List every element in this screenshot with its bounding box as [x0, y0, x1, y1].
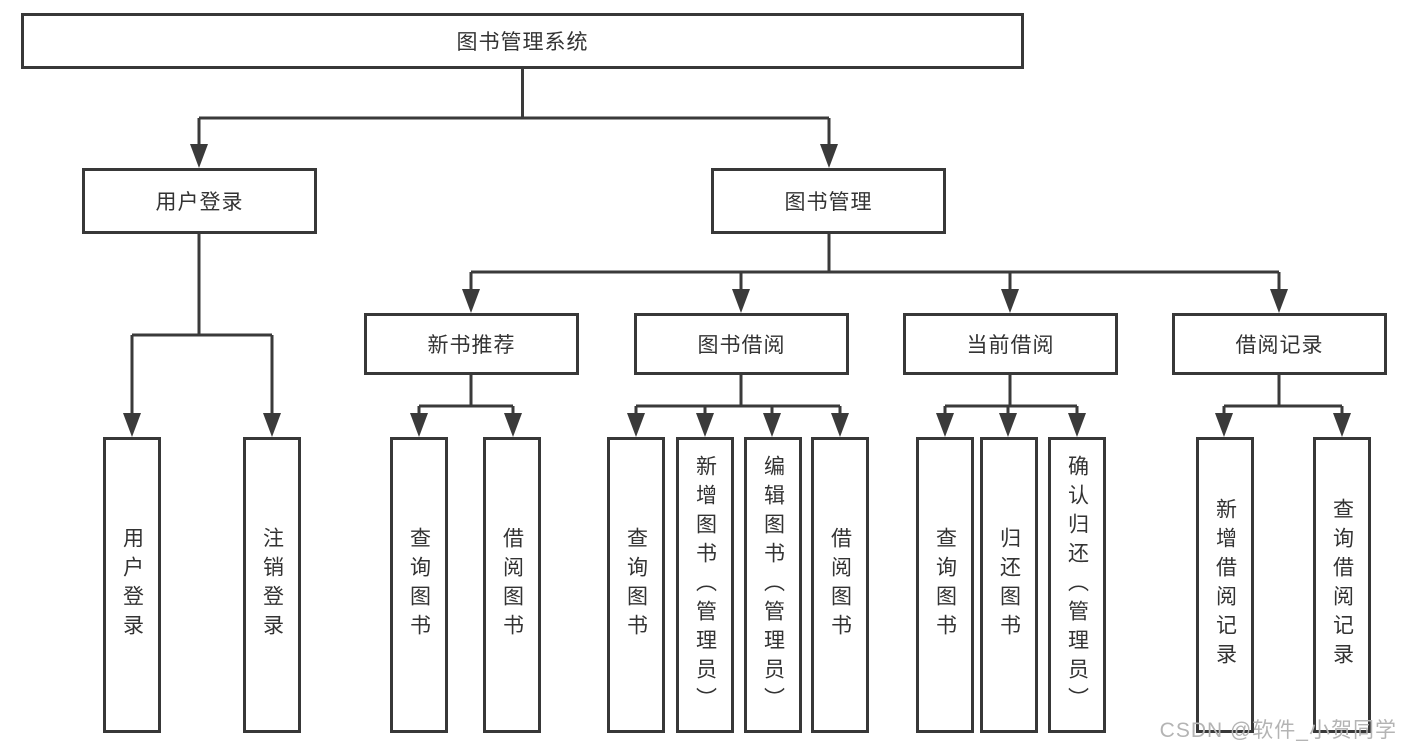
leaf-borrow-books-1: 借阅图书 [483, 437, 541, 733]
node-new-books-label: 新书推荐 [427, 334, 516, 357]
node-user-login-label: 用户登录 [155, 191, 244, 214]
node-borrowing-records-label: 借阅记录 [1235, 334, 1324, 357]
leaf-query-books-3: 查询图书 [916, 437, 974, 733]
node-book-management: 图书管理 [711, 168, 946, 234]
leaf-query-books-3-label: 查询图书 [933, 527, 957, 643]
leaf-query-borrow-record-label: 查询借阅记录 [1330, 498, 1354, 672]
node-new-books: 新书推荐 [364, 313, 579, 375]
leaf-add-borrow-record-label: 新增借阅记录 [1213, 498, 1237, 672]
leaf-confirm-return-admin: 确认归还（管理员） [1048, 437, 1106, 733]
leaf-query-books-1: 查询图书 [390, 437, 448, 733]
node-book-management-label: 图书管理 [784, 191, 873, 214]
leaf-add-books-admin-label: 新增图书（管理员） [693, 454, 717, 716]
node-root: 图书管理系统 [21, 13, 1024, 69]
leaf-user-login-label: 用户登录 [120, 527, 144, 643]
leaf-query-books-2: 查询图书 [607, 437, 665, 733]
leaf-return-books: 归还图书 [980, 437, 1038, 733]
leaf-return-books-label: 归还图书 [997, 527, 1021, 643]
leaf-logout: 注销登录 [243, 437, 301, 733]
leaf-query-books-1-label: 查询图书 [407, 527, 431, 643]
leaf-edit-books-admin-label: 编辑图书（管理员） [761, 454, 785, 716]
leaf-confirm-return-admin-label: 确认归还（管理员） [1065, 454, 1089, 716]
leaf-query-books-2-label: 查询图书 [624, 527, 648, 643]
leaf-add-borrow-record: 新增借阅记录 [1196, 437, 1254, 733]
leaf-edit-books-admin: 编辑图书（管理员） [744, 437, 802, 733]
node-current-borrowing-label: 当前借阅 [966, 334, 1055, 357]
node-book-borrowing-label: 图书借阅 [697, 334, 786, 357]
node-current-borrowing: 当前借阅 [903, 313, 1118, 375]
node-book-borrowing: 图书借阅 [634, 313, 849, 375]
leaf-borrow-books-2-label: 借阅图书 [828, 527, 852, 643]
leaf-user-login: 用户登录 [103, 437, 161, 733]
node-borrowing-records: 借阅记录 [1172, 313, 1387, 375]
leaf-borrow-books-1-label: 借阅图书 [500, 527, 524, 643]
leaf-query-borrow-record: 查询借阅记录 [1313, 437, 1371, 733]
leaf-borrow-books-2: 借阅图书 [811, 437, 869, 733]
node-user-login: 用户登录 [82, 168, 317, 234]
node-root-label: 图书管理系统 [456, 31, 589, 54]
leaf-logout-label: 注销登录 [260, 527, 284, 643]
leaf-add-books-admin: 新增图书（管理员） [676, 437, 734, 733]
csdn-watermark: CSDN @软件_小贺同学 [1159, 719, 1397, 742]
